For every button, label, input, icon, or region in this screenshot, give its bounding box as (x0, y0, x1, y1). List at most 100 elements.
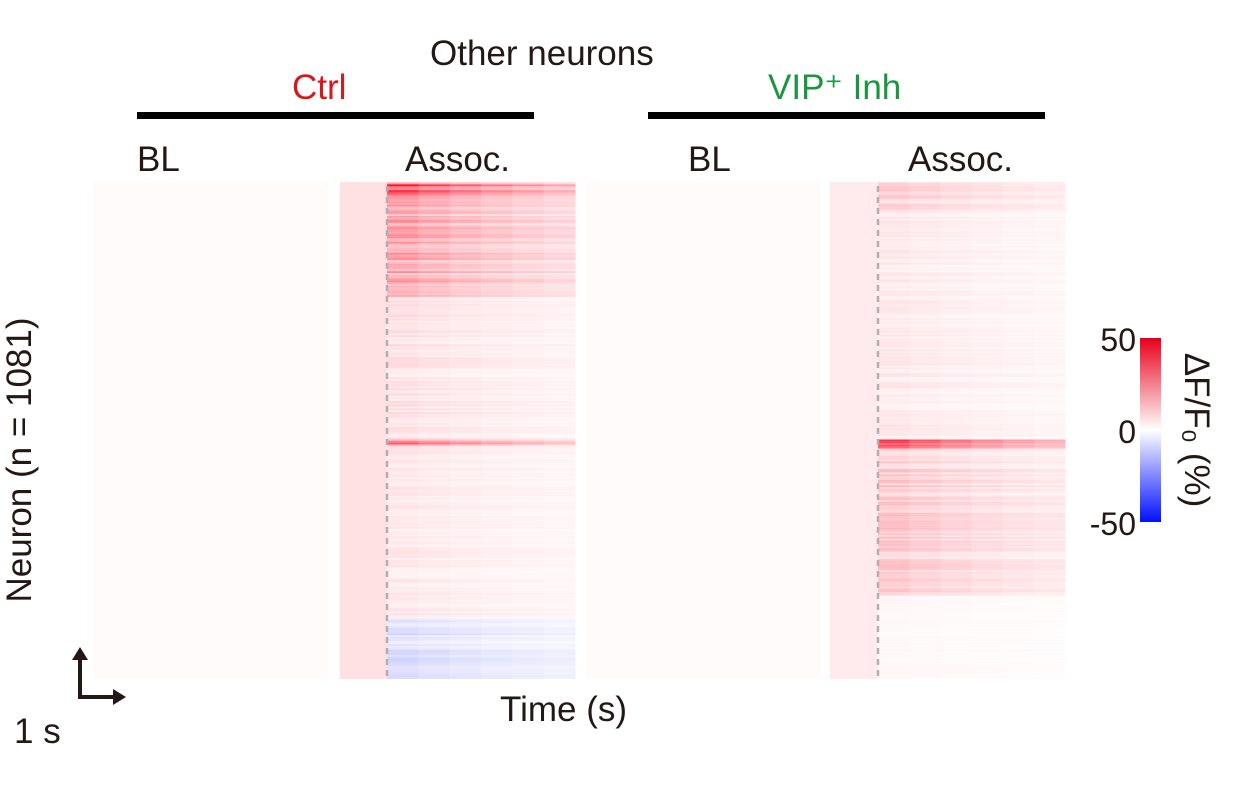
heatmap-cell (387, 651, 419, 654)
heatmap-cell (909, 614, 941, 617)
heatmap-cell (1002, 584, 1035, 587)
heatmap-cell (1033, 467, 1066, 469)
heatmap-cell (971, 667, 1004, 670)
heatmap-cell (449, 392, 482, 394)
heatmap-cell (909, 433, 941, 436)
heatmap-cell (1033, 616, 1066, 618)
heatmap-cell (543, 541, 576, 544)
heatmap-cell (449, 543, 482, 546)
heatmap-cell (543, 241, 576, 244)
heatmap-cell (418, 538, 451, 540)
heatmap-cell (1002, 242, 1035, 245)
heatmap-cell (940, 365, 972, 368)
heatmap-cell (940, 393, 972, 396)
heatmap-cell (940, 568, 972, 570)
heatmap-cell (481, 536, 513, 538)
heatmap-cell (449, 309, 482, 312)
heatmap-cell (1002, 369, 1035, 372)
heatmap-cell (1033, 386, 1066, 388)
heatmap-cell (418, 201, 451, 204)
heatmap-cell (1002, 555, 1035, 558)
heatmap-cell (481, 195, 513, 198)
heatmap-cell (543, 265, 576, 268)
heatmap-cell (878, 220, 910, 223)
heatmap-cell (909, 522, 941, 524)
heatmap-cell (1033, 246, 1066, 249)
heatmap-cell (940, 195, 972, 197)
heatmap-cell (449, 295, 482, 297)
heatmap-cell (909, 389, 941, 392)
heatmap-cell (909, 513, 941, 515)
heatmap-cell (481, 412, 513, 414)
heatmap-cell (1002, 354, 1035, 357)
heatmap-cell (940, 299, 972, 302)
heatmap-cell (387, 532, 419, 535)
heatmap-cell (909, 500, 941, 502)
heatmap-cell (1002, 332, 1035, 335)
heatmap-cell (387, 404, 419, 407)
heatmap-cell (909, 642, 941, 644)
heatmap-cell (940, 542, 972, 545)
heatmap-cell (909, 202, 941, 205)
heatmap-cell (971, 184, 1004, 187)
heatmap-cell (878, 653, 910, 655)
heatmap-cell (909, 632, 941, 635)
heatmap-cell (878, 616, 910, 618)
heatmap-cell (387, 627, 419, 630)
heatmap-cell (387, 657, 419, 659)
heatmap-cell (512, 221, 545, 224)
heatmap-cell (449, 245, 482, 248)
heatmap-cell (387, 653, 419, 656)
heatmap-cell (1033, 606, 1066, 609)
heatmap-cell (971, 347, 1004, 350)
heatmap-cell (878, 413, 910, 416)
heatmap-cell (543, 613, 576, 616)
heatmap-cell (940, 614, 972, 617)
heatmap-cell (543, 572, 576, 575)
heatmap-cell (940, 395, 972, 398)
heatmap-cell (1033, 207, 1066, 210)
heatmap-cell (512, 658, 545, 661)
heatmap-cell (940, 557, 972, 559)
heatmap-cell (971, 538, 1004, 541)
heatmap-cell (543, 466, 576, 469)
heatmap-cell (940, 303, 972, 306)
heatmap-cell (940, 191, 972, 194)
heatmap-cell (971, 321, 1004, 324)
heatmap-cell (512, 424, 545, 427)
heatmap-cell (481, 444, 513, 447)
heatmap-cell (543, 232, 576, 235)
heatmap-cell (481, 583, 513, 586)
heatmap-cell (971, 218, 1004, 221)
heatmap-cell (543, 669, 576, 672)
heatmap-cell (449, 366, 482, 369)
heatmap-cell (449, 190, 482, 192)
heatmap-cell (543, 193, 576, 196)
heatmap-cell (909, 378, 941, 381)
heatmap-cell (418, 304, 451, 306)
heatmap-cell (971, 274, 1004, 276)
heatmap-cell (449, 495, 482, 498)
heatmap-cell (481, 384, 513, 387)
heatmap-cell (512, 206, 545, 209)
heatmap-cell (971, 511, 1004, 513)
heatmap-cell (1033, 244, 1066, 247)
heatmap-cell (387, 424, 419, 427)
heatmap-cell (971, 413, 1004, 416)
heatmap-cell (512, 563, 545, 566)
heatmap-cell (418, 192, 451, 194)
heatmap-cell (418, 412, 451, 414)
heatmap-cell (418, 430, 451, 433)
heatmap-cell (543, 424, 576, 427)
heatmap-cell (543, 423, 576, 425)
heatmap-cell (418, 541, 451, 544)
heatmap-cell (512, 631, 545, 634)
heatmap-cell (909, 402, 941, 405)
heatmap-cell (543, 492, 576, 494)
heatmap-cell (940, 384, 972, 387)
heatmap-cell (418, 609, 451, 612)
heatmap-cell (418, 311, 451, 314)
heatmap-cell (387, 260, 419, 262)
heatmap-cell (449, 677, 482, 679)
heatmap-cell (909, 182, 941, 185)
